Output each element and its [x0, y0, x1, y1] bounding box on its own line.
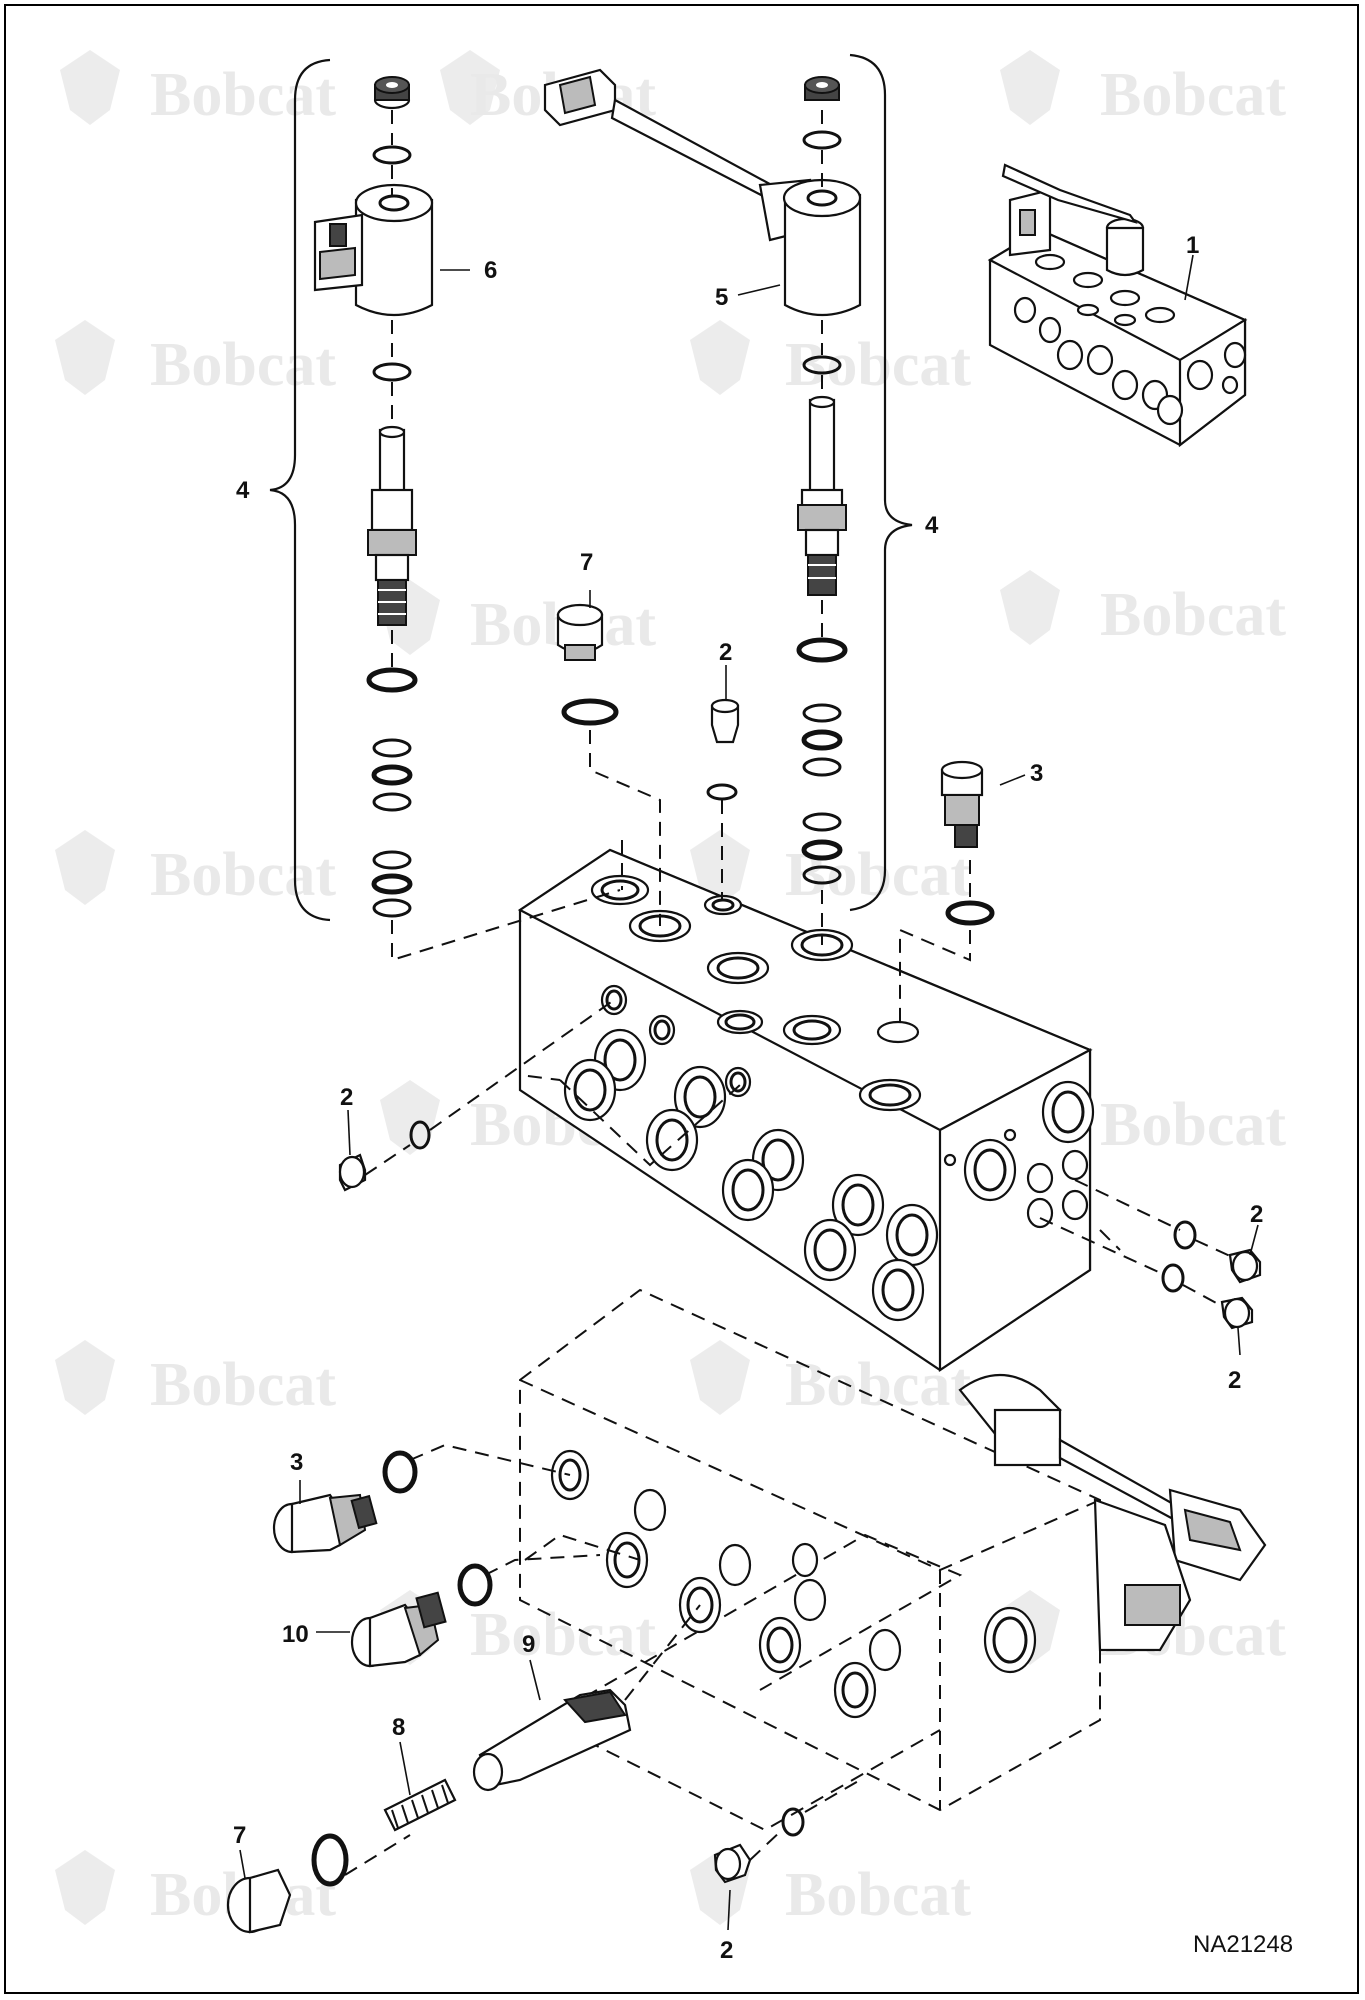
- watermark-text: Bobcat: [785, 1861, 971, 1929]
- callout-9: 9: [522, 1631, 535, 1658]
- right-oring: [796, 637, 848, 663]
- left-oring: [371, 873, 413, 895]
- right-cartridge-valve: [797, 395, 847, 596]
- complete-valve-assembly: [987, 163, 1248, 448]
- watermark-text: Bobcat: [150, 61, 336, 129]
- right-oring: [801, 839, 843, 861]
- left-solenoid-assembly: [313, 76, 434, 918]
- spring-8: [383, 1778, 457, 1832]
- left-oring: [372, 850, 412, 870]
- callout-7-lower: 7: [233, 1822, 246, 1849]
- end-ports: [943, 1080, 1095, 1229]
- right-oring: [802, 812, 842, 832]
- callout-3-top: 3: [1030, 760, 1043, 787]
- watermark-text: Bobcat: [150, 331, 336, 399]
- watermark-text: Bobcat: [785, 841, 971, 909]
- left-oring: [371, 764, 413, 786]
- relief-valve-10: [350, 1563, 493, 1668]
- right-oring: [802, 130, 842, 150]
- watermark-text: Bobcat: [150, 841, 336, 909]
- watermark-text: Bobcat: [470, 1601, 656, 1669]
- assembly-lines-top: [364, 730, 1231, 1306]
- spool-9: [472, 1688, 632, 1792]
- left-cartridge-valve: [367, 425, 417, 626]
- left-nut: [373, 76, 411, 110]
- plug-2-left: [338, 1120, 431, 1192]
- left-oring: [372, 792, 412, 812]
- callout-2-right: 2: [1250, 1201, 1263, 1228]
- right-oring: [802, 703, 842, 723]
- left-oring: [372, 898, 412, 918]
- callout-6: 6: [484, 257, 497, 284]
- side-ports: [563, 984, 939, 1322]
- right-coil: [782, 178, 862, 317]
- watermark-text: Bobcat: [150, 1351, 336, 1419]
- plug-2-top: [706, 698, 740, 801]
- right-oring: [802, 355, 842, 375]
- watermark-text: Bobcat: [1100, 61, 1286, 129]
- plug-7-top: [556, 603, 619, 726]
- relief-valve-3-top: [940, 760, 995, 926]
- callout-10: 10: [282, 1621, 309, 1648]
- plug-2-lower: [713, 1807, 805, 1884]
- callout-4-right: 4: [925, 512, 939, 539]
- left-oring: [372, 362, 412, 382]
- callout-2-top: 2: [719, 639, 732, 666]
- plug-7-lower: [226, 1833, 349, 1934]
- diagram-reference-code: NA21248: [1193, 1931, 1293, 1958]
- assembly-lines-lower: [344, 1443, 861, 1876]
- left-oring: [372, 738, 412, 758]
- right-nut: [804, 76, 840, 101]
- left-coil: [313, 183, 434, 317]
- lower-coil-harness: [958, 1373, 1267, 1652]
- right-solenoid-assembly: [543, 68, 862, 885]
- right-brace: [849, 53, 913, 912]
- plug-2-right: [1161, 1220, 1262, 1330]
- callout-4-left: 4: [236, 477, 250, 504]
- callout-2-left: 2: [340, 1084, 353, 1111]
- lower-ports: [550, 1449, 1037, 1719]
- left-brace: [269, 58, 331, 922]
- right-oring: [802, 865, 842, 885]
- diagram-frame: [4, 4, 1359, 1994]
- callout-3-lower: 3: [290, 1449, 303, 1476]
- leader-lines: [239, 254, 1259, 1931]
- callout-2-lower: 2: [720, 1937, 733, 1964]
- watermark-text: Bobcat: [1100, 1091, 1286, 1159]
- callout-2-right-lower: 2: [1228, 1367, 1241, 1394]
- right-oring: [801, 729, 843, 751]
- left-oring: [372, 145, 412, 165]
- main-valve-block: [517, 848, 1095, 1373]
- relief-valve-3-lower: [272, 1450, 418, 1554]
- callout-7-top: 7: [580, 549, 593, 576]
- callout-8: 8: [392, 1714, 405, 1741]
- callout-labels: 1 6 5 4 4 7 2 3 2 2 2 3 10 9 8 7 2: [233, 232, 1263, 1964]
- left-oring: [366, 667, 418, 693]
- wiring-harness-top: [543, 68, 812, 242]
- callout-1: 1: [1186, 232, 1199, 259]
- right-oring: [802, 757, 842, 777]
- callout-5: 5: [715, 284, 728, 311]
- watermark-text: Bobcat: [1100, 581, 1286, 649]
- watermark-text: Bobcat: [785, 331, 971, 399]
